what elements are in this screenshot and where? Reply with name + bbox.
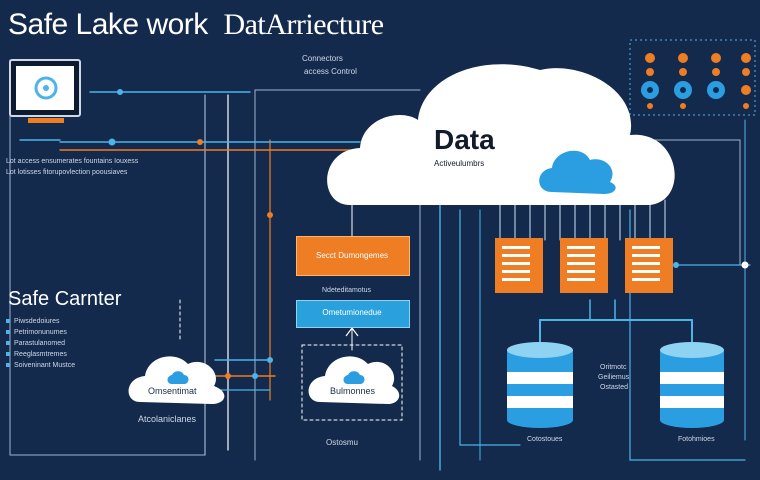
connector-dots: [108, 89, 749, 379]
bullet-icon: [6, 319, 10, 324]
blue-panel: [296, 300, 410, 328]
center-cloud: [308, 356, 400, 404]
safe-center-item: Soiveninant Mustce: [6, 362, 75, 369]
server-rack: [625, 238, 673, 293]
right-note-2: Geiliemus: [598, 374, 630, 381]
db-left-label: Cotostoues: [527, 436, 563, 443]
left-cloud: [128, 356, 225, 404]
blue-panel-label: Ometumionedue: [322, 308, 382, 317]
security-management-box: [296, 236, 410, 276]
bullet-icon: [6, 363, 10, 368]
server-rack: [495, 238, 543, 293]
node-grid: [629, 39, 756, 116]
center-cloud-label: Bulmonnes: [330, 386, 376, 396]
center-bottom-label: Ostosmu: [326, 438, 359, 447]
security-management-label: Secct Dumongemes: [315, 251, 389, 260]
database-icon: [660, 342, 724, 428]
server-racks: [495, 238, 673, 293]
right-note-1: Oritmotc: [600, 364, 627, 371]
monitor-icon: [9, 59, 81, 123]
up-arrow-icon: [345, 327, 359, 337]
mid-label: Ndeteditamotus: [322, 287, 372, 294]
note-line-1: Lot access ensumerates fountains Iouxess: [6, 158, 139, 165]
db-right-label: Fotohmioes: [678, 436, 715, 443]
database-icon: [507, 342, 573, 428]
server-rack: [560, 238, 608, 293]
cloud-icon: [343, 371, 365, 384]
connector-label: Connectors: [302, 54, 343, 63]
bullet-icon: [6, 330, 10, 335]
data-cloud-title: Data: [434, 124, 495, 155]
right-note-3: Ostasted: [600, 384, 629, 391]
cloud-icon: [167, 371, 189, 384]
safe-center-item: Petrimonunumes: [6, 329, 67, 336]
safe-center-item: Parastulanomed: [6, 340, 65, 347]
left-cloud-caption: Atcolaniclanes: [138, 414, 197, 424]
safe-center-title: Safe Carnter: [8, 288, 122, 310]
bullet-icon: [6, 341, 10, 346]
cloud-icon: [539, 150, 616, 194]
note-line-2: Lot lotisses fitorupovlection poousiaves: [6, 169, 128, 176]
safe-center-item: Piwsdedoiures: [6, 318, 60, 325]
data-cloud: [327, 64, 675, 205]
connector-lines: [9, 59, 751, 471]
left-cloud-label: Omsentimat: [148, 386, 197, 396]
safe-center-item: Reeglasmtremes: [6, 351, 67, 358]
bullet-icon: [6, 352, 10, 357]
data-cloud-subtitle: Activeulumbrs: [434, 159, 485, 168]
page-title: Safe Lake work DatArriecture: [8, 8, 384, 41]
access-control-label: access Control: [304, 67, 357, 76]
